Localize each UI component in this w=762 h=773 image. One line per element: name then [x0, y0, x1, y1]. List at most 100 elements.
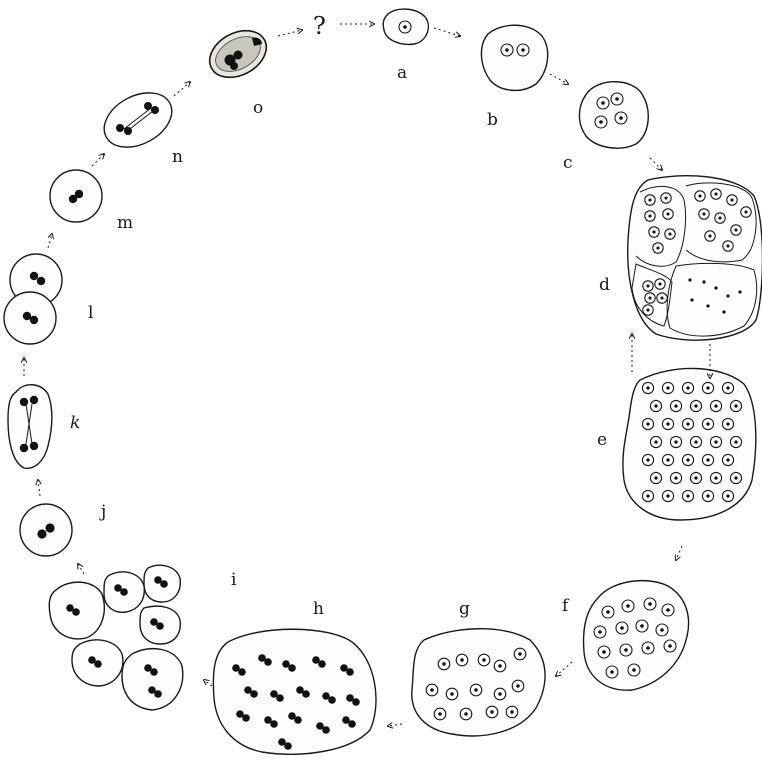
- stage-e-nucleus-dot: [666, 494, 670, 498]
- stage-g-nucleus-dot: [460, 658, 464, 662]
- stage-h-nucleus: [352, 698, 360, 706]
- stage-g-nuclei: [425, 647, 527, 721]
- stage-e-nucleus-dot: [694, 476, 698, 480]
- stage-h-nucleus: [242, 714, 250, 722]
- stage-c-cell: [578, 81, 649, 149]
- stage-d-nucleus-dot: [666, 212, 670, 216]
- stage-l-label: l: [88, 303, 93, 323]
- stage-h-nucleus: [316, 722, 324, 730]
- stage-e-nucleus-dot: [726, 422, 730, 426]
- stage-e-nucleus-dot: [654, 476, 658, 480]
- stage-l-cells: [3, 253, 63, 345]
- cycle-arrows: [24, 24, 710, 726]
- stage-h-nucleus: [264, 716, 272, 724]
- stage-a-label: a: [397, 63, 407, 83]
- stage-i-nucleus: [94, 660, 102, 668]
- stage-d-nucleus-dot: [660, 296, 664, 300]
- stage-d-label: d: [599, 275, 610, 295]
- stage-d-nucleus-dot: [698, 194, 702, 198]
- stage-d-chromatin: [722, 310, 726, 314]
- stage-f-nucleus-dot: [620, 626, 624, 630]
- stage-g-nucleus-dot: [430, 688, 434, 692]
- stage-h-nucleus: [294, 716, 302, 724]
- stage-m-cell: [49, 169, 103, 223]
- stage-e-label: e: [597, 430, 607, 450]
- stage-f-nucleus-dot: [626, 604, 630, 608]
- stage-i-nuclei: [66, 576, 168, 698]
- stage-f-nucleus-dot: [646, 646, 650, 650]
- stage-d-nucleus-dot: [708, 234, 712, 238]
- stage-e-nucleus-dot: [674, 476, 678, 480]
- stage-g-nucleus-dot: [490, 710, 494, 714]
- stage-d-nucleus-dot: [730, 198, 734, 202]
- stage-e-nucleus-dot: [734, 440, 738, 444]
- stage-d-nucleus-dot: [652, 230, 656, 234]
- stage-d-nucleus-dot: [658, 282, 662, 286]
- stage-h-nucleus: [232, 664, 240, 672]
- stage-e-nucleus-dot: [686, 422, 690, 426]
- stage-e-nucleus-dot: [654, 404, 658, 408]
- stage-e-nucleus-dot: [706, 386, 710, 390]
- stage-d-nucleus-dot: [718, 216, 722, 220]
- stage-g-label: g: [459, 599, 470, 619]
- stage-f-nucleus-dot: [598, 630, 602, 634]
- stage-i-nucleus: [148, 686, 156, 694]
- stage-e-nucleus-dot: [646, 422, 650, 426]
- stage-h-nucleus: [318, 660, 326, 668]
- stage-h-nucleus: [322, 726, 330, 734]
- stage-e-nucleus-dot: [706, 422, 710, 426]
- stage-d-chromatin: [726, 294, 730, 298]
- question-mark: ?: [313, 12, 326, 40]
- stage-h-nucleus: [348, 720, 356, 728]
- stage-h-nucleus: [282, 660, 290, 668]
- stage-e-nucleus-dot: [654, 440, 658, 444]
- stage-e-nucleus-dot: [706, 494, 710, 498]
- stage-e-nucleus-dot: [714, 404, 718, 408]
- stage-n-cell: [103, 92, 173, 148]
- stage-e-nucleus-dot: [666, 422, 670, 426]
- stage-i-nucleus: [150, 668, 158, 676]
- stage-g-nucleus-dot: [498, 664, 502, 668]
- stage-n-label: n: [172, 147, 183, 167]
- stage-i-nucleus: [156, 622, 164, 630]
- stage-e-nucleus-dot: [714, 440, 718, 444]
- stage-h-nucleus: [238, 668, 246, 676]
- stage-e-nucleus-dot: [646, 494, 650, 498]
- stage-e-nucleus-dot: [726, 386, 730, 390]
- stage-d-nucleus-dot: [744, 210, 748, 214]
- stage-d-nucleus-dot: [726, 244, 730, 248]
- stage-g-cell: [411, 628, 546, 737]
- stage-f-nucleus-dot: [606, 610, 610, 614]
- stage-i-nucleus: [160, 580, 168, 588]
- stage-i-nucleus: [154, 576, 162, 584]
- stage-d-nucleus-dot: [648, 198, 652, 202]
- stage-o-spore: [208, 29, 268, 79]
- stage-d-nucleus-dot: [646, 284, 650, 288]
- stage-g-nucleus-dot: [464, 712, 468, 716]
- stage-f-nucleus-dot: [610, 670, 614, 674]
- stage-e-nucleus-dot: [734, 476, 738, 480]
- stage-d-nucleus-dot: [668, 232, 672, 236]
- stage-e-nucleus-dot: [686, 458, 690, 462]
- stage-d-chromatin: [688, 278, 692, 282]
- stage-e-nucleus-dot: [694, 404, 698, 408]
- stage-h-nucleus: [270, 720, 278, 728]
- stage-d-nucleus-dot: [702, 212, 706, 216]
- stage-a-cell: [382, 8, 430, 46]
- stage-h-nucleus: [288, 712, 296, 720]
- stage-d-chromatin: [690, 298, 694, 302]
- stage-h-label: h: [313, 599, 324, 619]
- stage-f-nucleus-dot: [648, 602, 652, 606]
- stage-e-nucleus-dot: [646, 386, 650, 390]
- stage-i-nucleus: [150, 618, 158, 626]
- stage-f-nucleus-dot: [660, 628, 664, 632]
- stage-h-nucleus: [342, 716, 350, 724]
- stage-g-nucleus-dot: [518, 652, 522, 656]
- stage-e-nucleus-dot: [706, 458, 710, 462]
- stage-f-nucleus-dot: [640, 624, 644, 628]
- stage-e-nucleus-dot: [674, 404, 678, 408]
- stage-g-nucleus-dot: [482, 658, 486, 662]
- stage-i-label: i: [231, 570, 237, 590]
- stage-h-nucleus: [284, 742, 292, 750]
